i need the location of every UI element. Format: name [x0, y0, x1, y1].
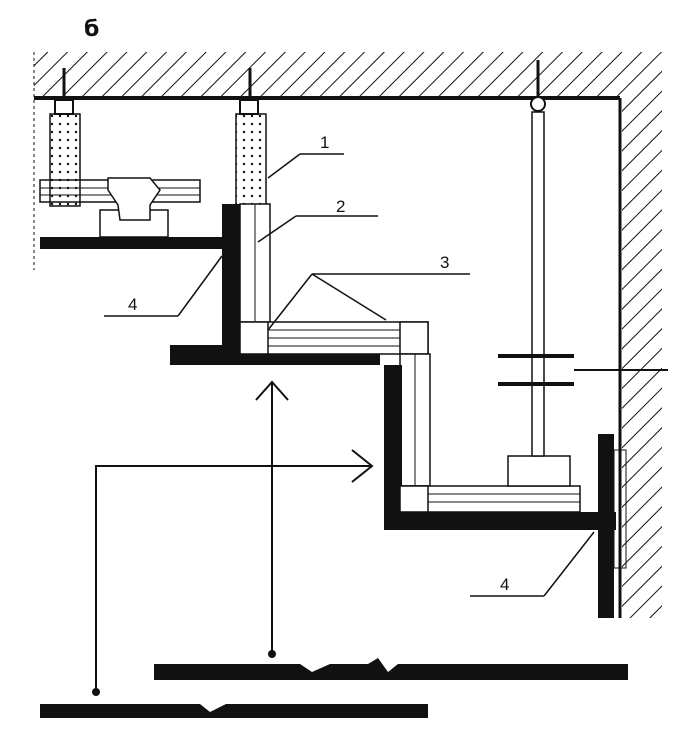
- vertical-profile-upper: [222, 203, 271, 364]
- lower-step: [384, 434, 616, 618]
- panel-letter: б: [84, 17, 99, 42]
- callout-4-right: 4: [500, 575, 509, 594]
- hanger-left: [49, 68, 81, 207]
- ceiling-slab: [33, 52, 662, 270]
- upper-step: [170, 321, 429, 365]
- hanger-middle: [235, 68, 267, 207]
- right-wall: [613, 98, 662, 618]
- view-arrows: [92, 380, 374, 696]
- callout-2: 2: [336, 197, 345, 216]
- break-lines: [40, 658, 628, 718]
- vertical-profile-middle: [384, 353, 431, 530]
- hanger-rod-right: [498, 60, 668, 457]
- callout-3: 3: [440, 253, 449, 272]
- callout-1: 1: [320, 133, 329, 152]
- callout-leaders: [104, 153, 595, 597]
- callout-4-left: 4: [128, 295, 137, 314]
